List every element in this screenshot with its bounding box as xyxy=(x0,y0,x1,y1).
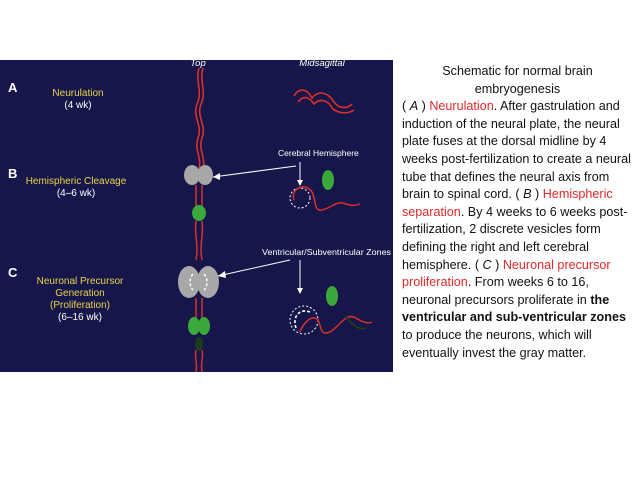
pointer-arrowhead-b2 xyxy=(297,180,303,186)
caption-b-text: . By 4 weeks to 6 weeks post-fertilizati… xyxy=(402,204,628,272)
panel-c-title-2: Generation xyxy=(55,288,104,299)
caption-title: Schematic for normal brain embryogenesis xyxy=(442,64,593,96)
caption-b-open: ( xyxy=(515,187,524,202)
green-midsagittal-c xyxy=(326,286,338,306)
caption-c-heading: Neuronal precursor proliferation xyxy=(402,257,611,290)
vesicle-right-b xyxy=(197,165,213,185)
caption-a-letter: A xyxy=(409,99,419,114)
panel-c-title-1: Neuronal Precursor xyxy=(37,276,124,287)
neural-tube-top-a xyxy=(194,67,201,169)
caption-a-open: ( xyxy=(402,99,410,114)
panel-letter-b: B xyxy=(8,166,17,181)
ventricle-left-c xyxy=(189,273,194,291)
caption-c-open: ( xyxy=(474,257,483,272)
caption-a-close: ) xyxy=(418,99,430,114)
vesicle-left-c xyxy=(178,266,200,298)
pointer-line-b xyxy=(212,165,297,178)
pointer-arrowhead-c xyxy=(218,271,226,278)
ventricle-right-c xyxy=(203,273,208,291)
dark-tail-midsagittal-c xyxy=(345,315,367,330)
tube-b-lower xyxy=(194,220,204,261)
caption-c-close: ) xyxy=(491,257,503,272)
caption-c-text-1: . From weeks 6 to 16, neuronal precursor… xyxy=(402,275,591,307)
panel-letter-a: A xyxy=(8,80,18,95)
caption-c-letter: C xyxy=(482,257,492,272)
panel-b-title: Hemispheric Cleavage xyxy=(26,176,127,187)
pointer-arrowhead-b xyxy=(213,173,220,180)
caption-c-text-2: to produce the neurons, which will event… xyxy=(402,327,592,360)
panel-a-age: (4 wk) xyxy=(64,100,91,111)
callout-ventricular-zones: Ventricular/Subventricular Zones xyxy=(262,247,391,257)
embryogenesis-figure: Top Midsagittal A B C Neurulation (4 wk)… xyxy=(0,60,393,372)
caption-b-close: ) xyxy=(531,187,543,202)
green-segment-b xyxy=(192,205,206,221)
caption-b-letter: B xyxy=(523,187,532,202)
tube-c-lower xyxy=(194,349,204,372)
neural-tube-midsagittal-c xyxy=(299,315,373,334)
figure-caption: Schematic for normal brain embryogenesis… xyxy=(402,63,633,362)
callout-cerebral-hemisphere: Cerebral Hemisphere xyxy=(278,148,359,158)
figure-canvas: Top Midsagittal A B C Neurulation (4 wk)… xyxy=(8,60,391,372)
panel-letter-c: C xyxy=(8,265,18,280)
pointer-line-c xyxy=(217,259,291,277)
panel-a-title: Neurulation xyxy=(52,88,103,99)
caption-a-text: . After gastrulation and induction of th… xyxy=(402,99,631,202)
caption-paragraph: ( A ) Neurulation. After gastrulation an… xyxy=(402,98,633,362)
column-header-top: Top xyxy=(190,60,206,69)
caption-a-heading: Neurulation xyxy=(429,99,494,114)
hemisphere-outline-b xyxy=(289,187,311,209)
vesicle-left-b xyxy=(184,165,200,185)
pointer-arrowhead-c2 xyxy=(297,288,303,294)
vz-arc-c xyxy=(294,310,311,329)
panel-c-age: (6–16 wk) xyxy=(58,312,102,323)
neural-tube-midsagittal-a xyxy=(293,89,353,109)
green-midsagittal-b xyxy=(322,170,334,190)
neural-tube-top-a-inner xyxy=(198,67,205,169)
vesicle-right-c xyxy=(197,266,219,298)
neural-tube-midsagittal-a-inner xyxy=(297,96,355,114)
tube-b-upper xyxy=(195,185,203,208)
caption-b-heading: Hemispheric separation xyxy=(402,187,613,219)
dark-segment-c xyxy=(195,337,203,351)
green-segment-c-right xyxy=(198,317,210,335)
column-header-midsagittal: Midsagittal xyxy=(299,60,345,69)
panel-c-title-3: (Proliferation) xyxy=(50,300,110,311)
tube-c-upper xyxy=(195,298,203,318)
neural-tube-midsagittal-b xyxy=(292,186,361,211)
caption-c-bold: the ventricular and sub-ventricular zone… xyxy=(402,292,626,325)
panel-b-age: (4–6 wk) xyxy=(57,188,95,199)
green-segment-c-left xyxy=(188,317,200,335)
